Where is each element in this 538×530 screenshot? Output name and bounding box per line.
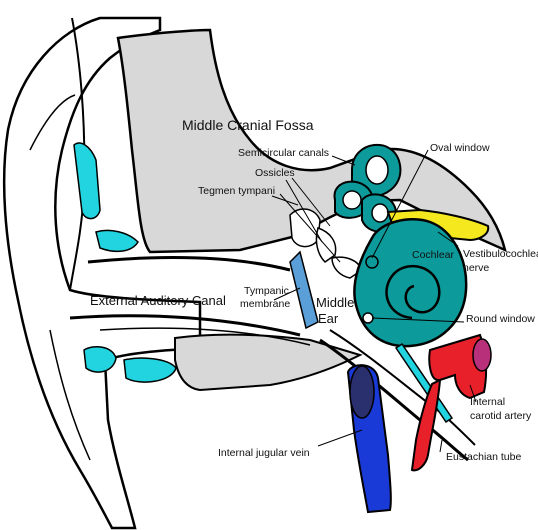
label-vestibulocochlear-nerve-1: Vestibulocochlear [463,249,538,260]
label-internal-carotid-artery-1: Internal [470,397,505,408]
tympanic-membrane [290,252,318,328]
label-middle-ear-1: Middle [316,296,354,310]
label-internal-jugular-vein: Internal jugular vein [218,448,310,459]
round-window-marker [363,313,373,323]
label-oval-window: Oval window [430,143,490,154]
cartilage-upper-2 [96,230,138,251]
label-cochlear: Cochlear [412,250,454,261]
label-middle-ear-2: Ear [318,312,338,326]
label-tympanic-membrane-2: membrane [240,299,290,310]
label-semicircular-canals: Semicircular canals [238,148,329,159]
cochlea [354,219,466,346]
label-round-window: Round window [466,314,535,325]
label-ossicles: Ossicles [255,168,295,179]
label-external-auditory-canal: External Auditory Canal [90,294,226,308]
cartilage-lower-2 [124,358,176,382]
cartilage-upper-1 [74,143,100,218]
label-tympanic-membrane-1: Tympanic [244,286,289,297]
label-eustachian-tube: Eustachian tube [446,452,521,463]
label-vestibulocochlear-nerve-2: nerve [463,263,489,274]
cartilage-lower-1 [84,347,116,372]
internal-jugular-vein [348,365,391,512]
label-middle-cranial-fossa: Middle Cranial Fossa [182,118,314,133]
label-tegmen-tympani: Tegmen tympani [198,186,275,197]
label-internal-carotid-artery-2: carotid artery [470,411,531,422]
temporal-bone-lower [175,335,360,390]
canal-upper-wall [88,257,290,270]
